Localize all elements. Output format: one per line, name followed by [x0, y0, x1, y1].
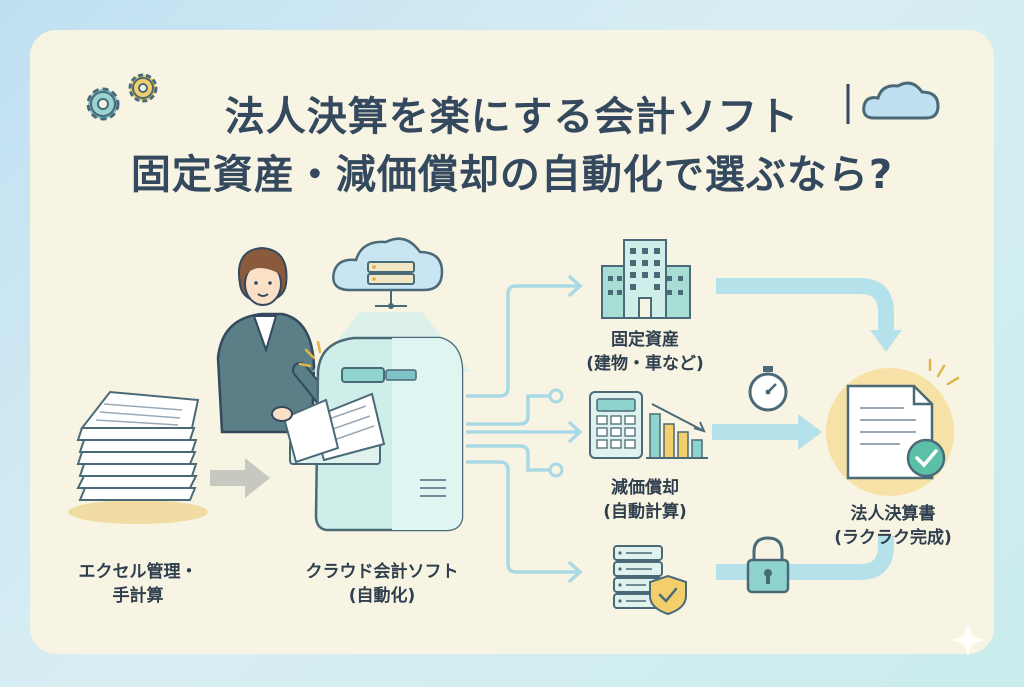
declining-bar-chart-icon: [646, 403, 708, 459]
depreciation-label: 減価償却 (自動計算): [570, 476, 720, 524]
lock-icon: [746, 536, 790, 594]
flow-arrowheads: [568, 275, 583, 583]
connector-node: [548, 462, 564, 478]
excel-label-line1: エクセル管理・: [78, 562, 198, 582]
fixed-assets-label-line1: 固定資産: [611, 330, 679, 350]
flow-arrowhead-middle: [798, 414, 822, 450]
cloud-software-label-line2: (自動化): [348, 586, 416, 606]
gear-icon: [86, 87, 120, 121]
depreciation-label-line2: (自動計算): [603, 502, 687, 522]
person-illustration: [216, 246, 330, 434]
document-check-icon: [826, 358, 960, 496]
excel-label: エクセル管理・ 手計算: [78, 560, 198, 608]
financial-statements-label-line2: (ラクラク完成): [834, 528, 952, 548]
sparkle-icon: [952, 624, 984, 656]
fixed-assets-label: 固定資産 (建物・車など): [570, 328, 720, 376]
flow-arrow-middle: [712, 424, 800, 440]
financial-statements-label: 法人決算書 (ラクラク完成): [818, 502, 968, 550]
flow-branches: [466, 284, 580, 574]
cloud-software-label: クラウド会計ソフト (自動化): [292, 560, 472, 608]
cloud-server-icon: [332, 237, 444, 309]
paper-stack-icon: [68, 390, 208, 524]
page-title: 法人決算を楽にする会計ソフト: [224, 94, 800, 140]
financial-statements-label-line1: 法人決算書: [850, 504, 936, 524]
flow-arrowhead-top: [870, 330, 902, 352]
flow-arrow-left: [210, 458, 270, 498]
shield-check-icon: [649, 574, 687, 616]
cloud-icon: [862, 81, 940, 120]
cloud-software-label-line1: クラウド会計ソフト: [305, 562, 459, 582]
building-icon: [601, 239, 691, 319]
depreciation-label-line1: 減価償却: [611, 478, 679, 498]
gear-small-icon: [128, 73, 158, 103]
excel-label-line2: 手計算: [112, 586, 164, 606]
stopwatch-icon: [748, 366, 788, 412]
flow-arrow-top: [716, 278, 894, 332]
fixed-assets-label-line2: (建物・車など): [586, 354, 704, 374]
flow-arrow-bottom: [716, 536, 894, 580]
calculator-icon: [589, 391, 643, 459]
accounting-machine-icon: [271, 336, 464, 532]
connector-node: [548, 388, 564, 404]
content-card: [30, 30, 994, 654]
page-subtitle: 固定資産・減価償却の自動化で選ぶなら?: [130, 152, 894, 198]
